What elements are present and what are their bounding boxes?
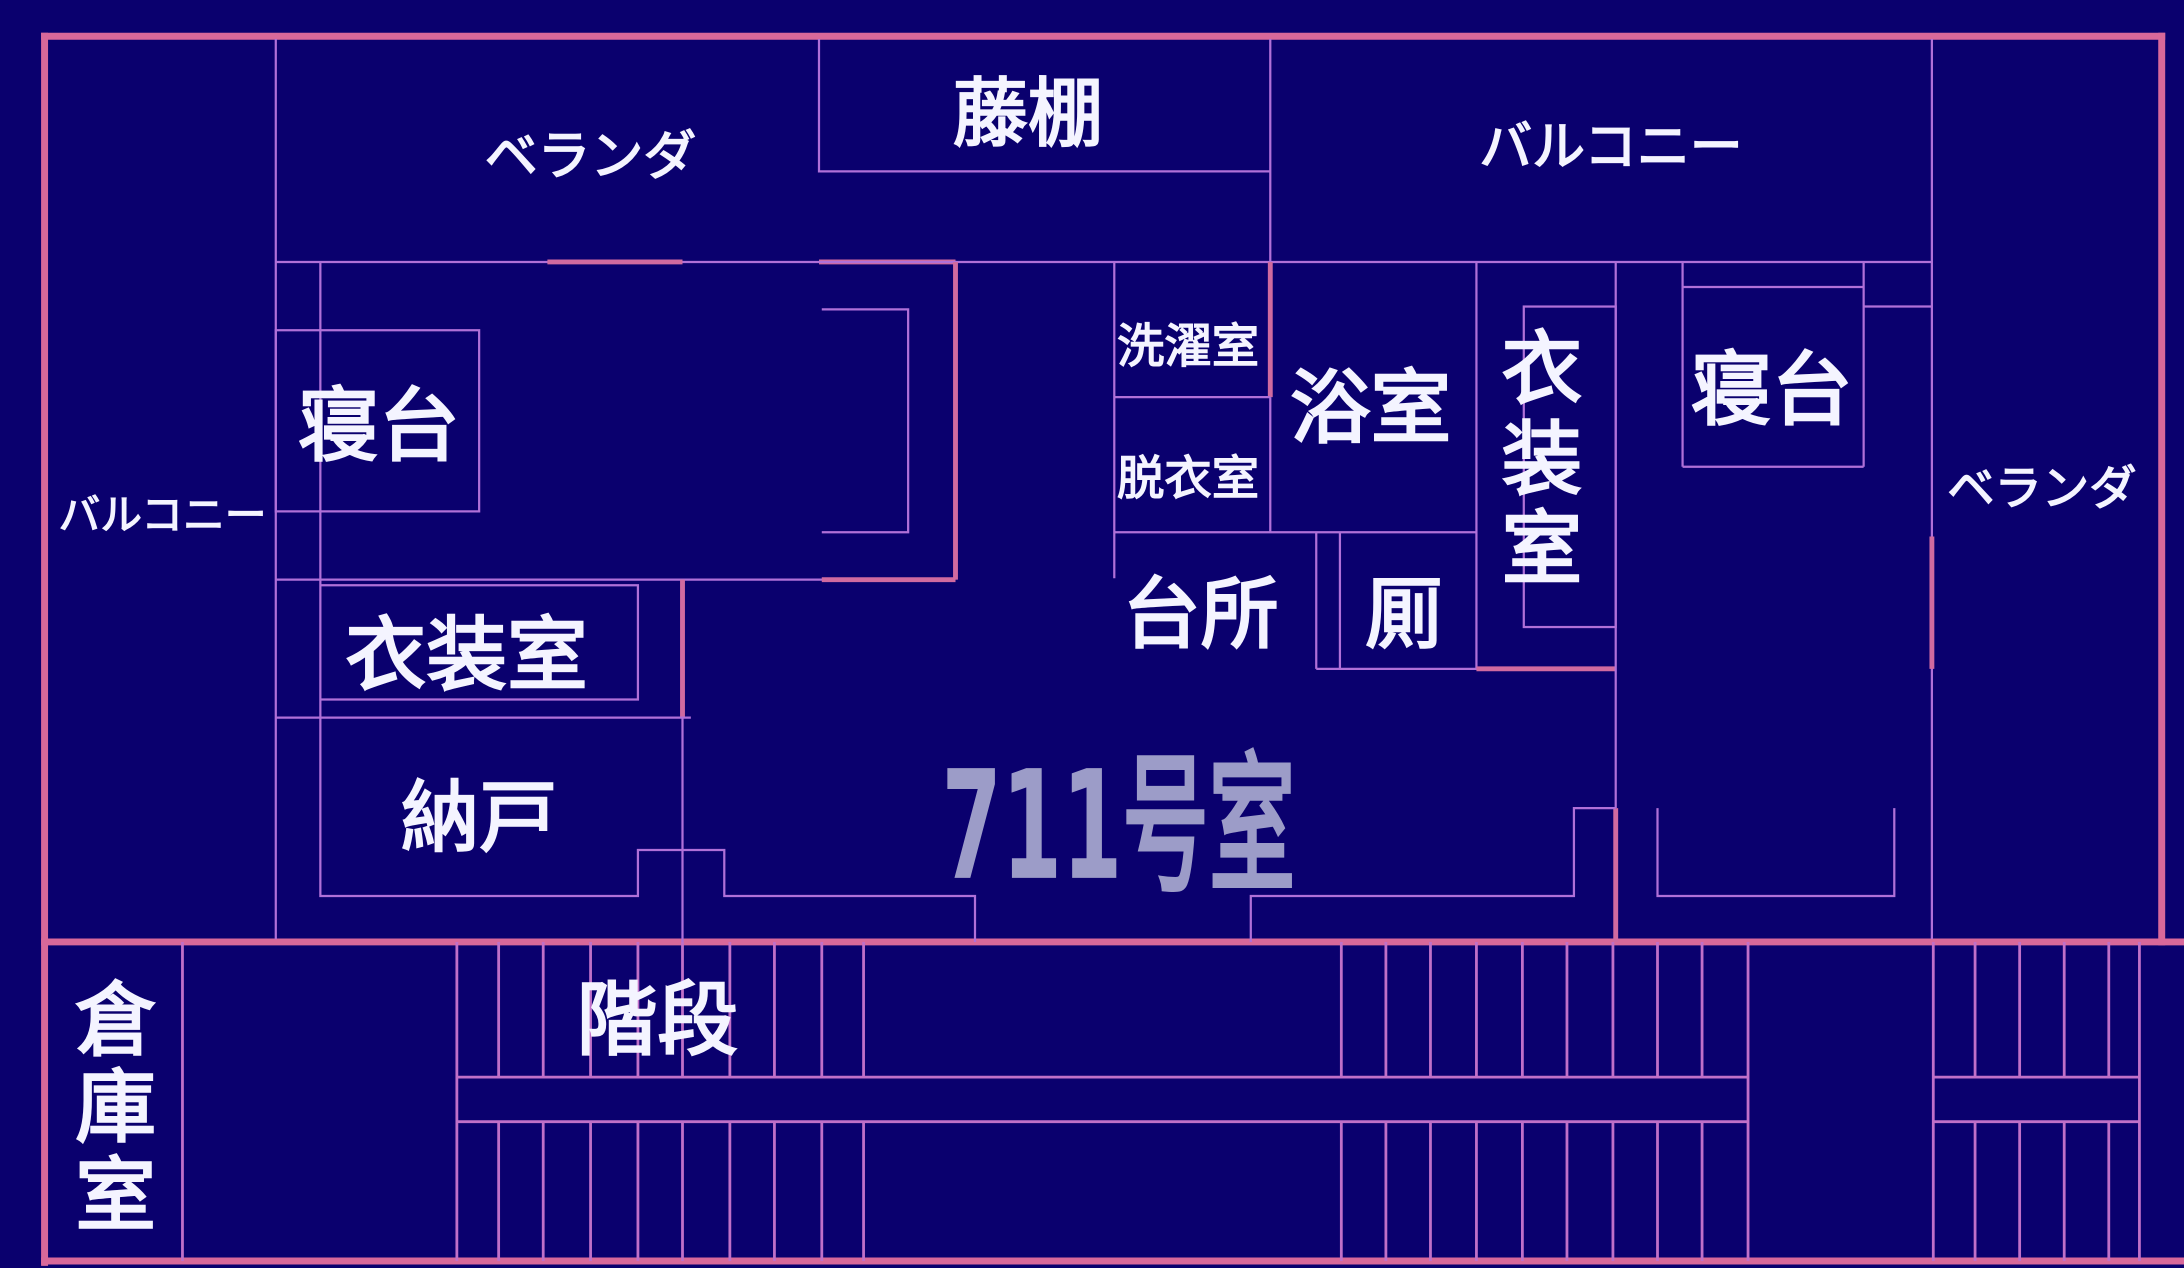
- label-storage-1: 倉: [74, 974, 156, 1068]
- label-wardrobe-right-2: 装: [1502, 414, 1583, 508]
- label-bed-left: 寝台: [298, 380, 460, 474]
- label-wardrobe-right-1: 衣: [1502, 323, 1583, 417]
- stairs-block: [181, 941, 2141, 1262]
- label-balcony-top-right: バルコニー: [1479, 116, 1743, 177]
- label-dressing-room: 脱衣室: [1117, 452, 1259, 507]
- label-bathroom: 浴室: [1290, 362, 1452, 456]
- label-toilet: 厠: [1365, 570, 1443, 660]
- partitions: [274, 39, 1935, 942]
- label-stairs: 階段: [577, 974, 739, 1068]
- label-wisteria-trellis: 藤棚: [953, 69, 1103, 157]
- label-kitchen: 台所: [1123, 570, 1279, 660]
- label-wardrobe-left: 衣装室: [345, 609, 587, 703]
- label-bed-right: 寝台: [1691, 344, 1853, 438]
- label-wardrobe-right-3: 室: [1502, 503, 1583, 597]
- room-labels: ベランダ 藤棚 バルコニー バルコニー ベランダ 寝台 寝台 洗濯室 脱衣室 浴…: [59, 69, 2137, 1243]
- label-storage-3: 室: [75, 1149, 156, 1243]
- label-laundry-room: 洗濯室: [1117, 319, 1259, 374]
- label-veranda-top-left: ベランダ: [485, 126, 697, 187]
- label-veranda-right: ベランダ: [1947, 461, 2136, 516]
- label-balcony-left: バルコニー: [59, 490, 267, 539]
- label-closet: 納戸: [401, 773, 557, 863]
- outer-walls: [41, 32, 2184, 1266]
- unit-title: 711号室: [942, 739, 1296, 914]
- label-storage-2: 庫: [75, 1062, 156, 1156]
